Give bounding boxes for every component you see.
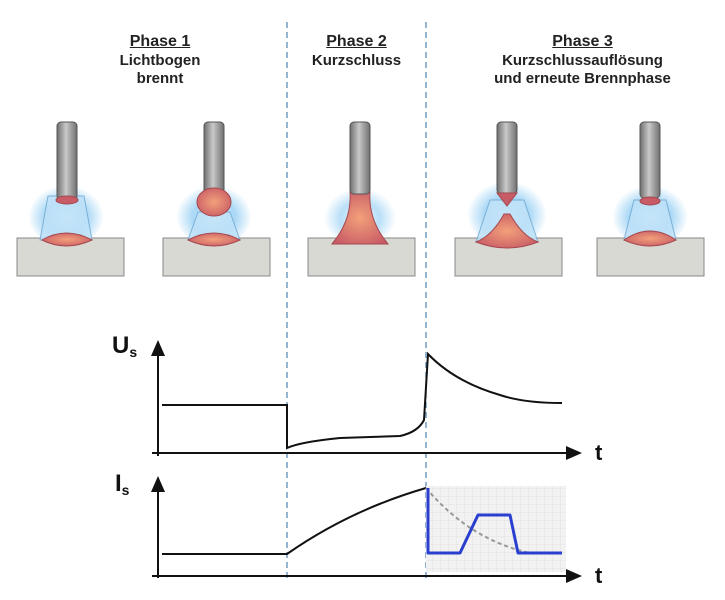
torch-phase1-a xyxy=(16,121,125,277)
phase-3-heading: Phase 3 Kurzschlussauflösung und erneute… xyxy=(460,32,705,88)
voltage-y-arrow xyxy=(151,340,165,356)
phase-2-number: Phase 2 xyxy=(326,33,387,50)
current-pulse xyxy=(426,488,562,555)
current-axis-label: Is xyxy=(115,470,130,498)
torch-phase3-a xyxy=(454,121,563,277)
current-curve xyxy=(162,487,427,555)
torch-phase1-b xyxy=(162,121,271,277)
voltage-curve xyxy=(162,351,563,450)
phase-2-heading: Phase 2 Kurzschluss xyxy=(294,32,419,70)
torch-phase2 xyxy=(307,121,416,277)
torch-phase3-b xyxy=(596,121,705,277)
voltage-axis-label: Us xyxy=(112,332,138,360)
phase-3-description-line1: Kurzschlussauflösung xyxy=(502,52,663,69)
current-y-arrow xyxy=(151,476,165,492)
voltage-x-arrow xyxy=(566,446,582,460)
current-time-label: t xyxy=(595,563,603,588)
voltage-chart xyxy=(151,340,582,460)
phase-3-description-line2: und erneute Brennphase xyxy=(494,70,671,87)
current-chart xyxy=(151,476,582,583)
current-decay-dashed xyxy=(425,487,531,554)
phase-3-number: Phase 3 xyxy=(552,33,613,50)
phase-1-description: Lichtbogen brennt xyxy=(119,52,201,87)
phase-2-description: Kurzschluss xyxy=(311,52,402,69)
phase-1-heading: Phase 1 Lichtbogen brennt xyxy=(100,32,220,88)
phase-1-number: Phase 1 xyxy=(129,33,191,50)
voltage-time-label: t xyxy=(595,440,603,465)
current-x-arrow xyxy=(566,569,582,583)
